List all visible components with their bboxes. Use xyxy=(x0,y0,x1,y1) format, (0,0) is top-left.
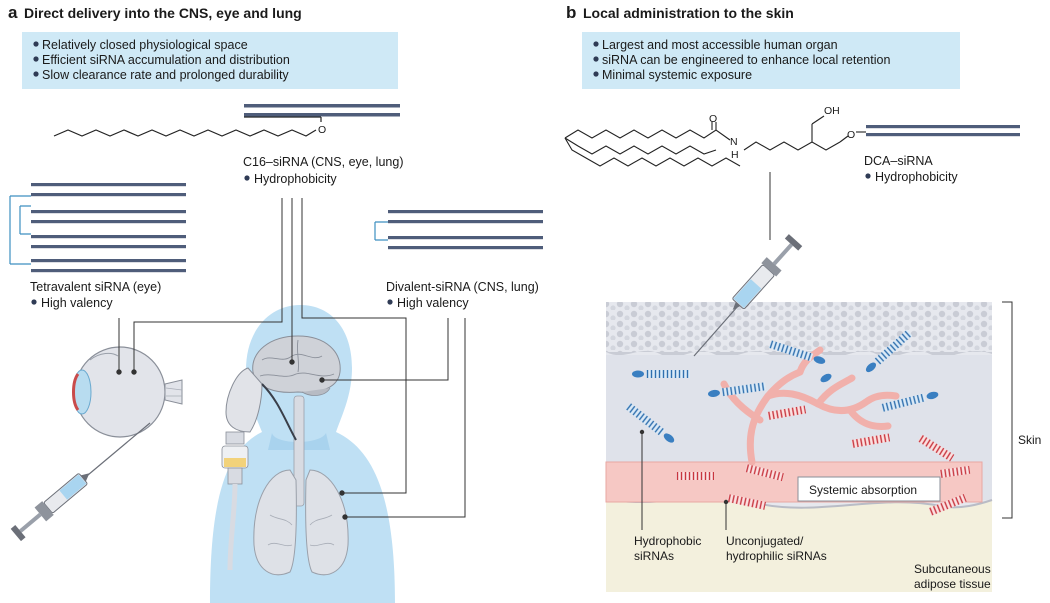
left-lung xyxy=(253,469,297,576)
divalent-label: Divalent-siRNA (CNS, lung) xyxy=(386,280,539,294)
dca-nitrogen: N xyxy=(730,136,738,148)
tetravalent-sirna xyxy=(9,183,186,273)
unconjugated-label-line2: hydrophilic siRNAs xyxy=(726,549,827,563)
panel-b-title: Local administration to the skin xyxy=(583,5,794,21)
nebulizer-mask xyxy=(225,367,263,433)
panel-a-bullet-box xyxy=(22,32,398,89)
panel-a-letter: a xyxy=(8,3,18,22)
dca-hydroxyl: OH xyxy=(824,105,840,117)
adipose-label-line1: Subcutaneous xyxy=(914,562,991,576)
panel-a-title: Direct delivery into the CNS, eye and lu… xyxy=(24,5,302,21)
dca-sirna-strand-top xyxy=(866,125,1020,129)
dca-molecule xyxy=(564,115,866,167)
skin-cross-section: Systemic absorption Hydrophobic siRNAs U… xyxy=(605,302,993,592)
trachea xyxy=(293,395,305,507)
panel-b-bullet-box xyxy=(582,32,960,89)
panel-a-bullet-1: Relatively closed physiological space xyxy=(42,38,248,52)
c16-property: Hydrophobicity xyxy=(254,172,337,186)
divalent-sirna xyxy=(374,210,543,250)
eye-illustration xyxy=(72,346,183,438)
hydrophobic-label-line1: Hydrophobic xyxy=(634,534,701,548)
optic-nerve xyxy=(164,379,183,405)
panel-b-bullet-3: Minimal systemic exposure xyxy=(602,68,752,82)
panel-a-bullet-3: Slow clearance rate and prolonged durabi… xyxy=(42,68,289,82)
panel-a-bullet-2: Efficient siRNA accumulation and distrib… xyxy=(42,53,290,67)
panel-b: b Local administration to the skin Large… xyxy=(564,3,1041,592)
systemic-absorption-label: Systemic absorption xyxy=(809,483,917,497)
c16-molecule: O xyxy=(53,104,400,137)
subcutaneous-adipose xyxy=(606,498,992,592)
skin-syringe xyxy=(693,234,803,357)
eye-syringe xyxy=(10,422,151,542)
panel-a-connectors xyxy=(116,198,466,520)
brain xyxy=(252,335,341,393)
hydrophobic-sirnas xyxy=(625,329,939,443)
c16-label: C16–siRNA (CNS, eye, lung) xyxy=(243,155,403,169)
dca-carbonyl-oxygen: O xyxy=(709,113,717,125)
tetravalent-property: High valency xyxy=(41,296,113,310)
dca-sirna-strand-bottom xyxy=(866,133,1020,137)
tetravalent-label: Tetravalent siRNA (eye) xyxy=(30,280,161,294)
dca-label: DCA–siRNA xyxy=(864,154,933,168)
skin-bracket xyxy=(1002,301,1013,519)
capillary-branches xyxy=(720,346,900,466)
divalent-property: High valency xyxy=(397,296,469,310)
right-lung xyxy=(305,469,349,576)
panel-b-bullets: Largest and most accessible human organ … xyxy=(593,38,890,82)
panel-a-bullets: Relatively closed physiological space Ef… xyxy=(33,38,290,82)
epidermis xyxy=(606,302,992,352)
skin-label: Skin xyxy=(1018,433,1041,447)
panel-b-letter: b xyxy=(566,3,576,22)
c16-sirna-strand-bottom xyxy=(244,113,400,117)
dca-ether-oxygen: O xyxy=(847,129,855,141)
dca-hydrogen: H xyxy=(731,149,739,161)
panel-a: a Direct delivery into the CNS, eye and … xyxy=(8,3,543,603)
adipose-label-line2: adipose tissue xyxy=(914,577,991,591)
unconjugated-label-line1: Unconjugated/ xyxy=(726,534,804,548)
hydrophilic-sirnas xyxy=(676,405,971,516)
human-body-illustration xyxy=(210,305,395,603)
dca-property: Hydrophobicity xyxy=(875,170,958,184)
panel-b-bullet-1: Largest and most accessible human organ xyxy=(602,38,838,52)
c16-sirna-strand-top xyxy=(244,104,400,108)
c16-oxygen-atom: O xyxy=(318,124,326,136)
systemic-absorption-box xyxy=(797,476,941,502)
panel-b-bullet-2: siRNA can be engineered to enhance local… xyxy=(602,53,890,67)
hydrophobic-label-line2: siRNAs xyxy=(634,549,674,563)
